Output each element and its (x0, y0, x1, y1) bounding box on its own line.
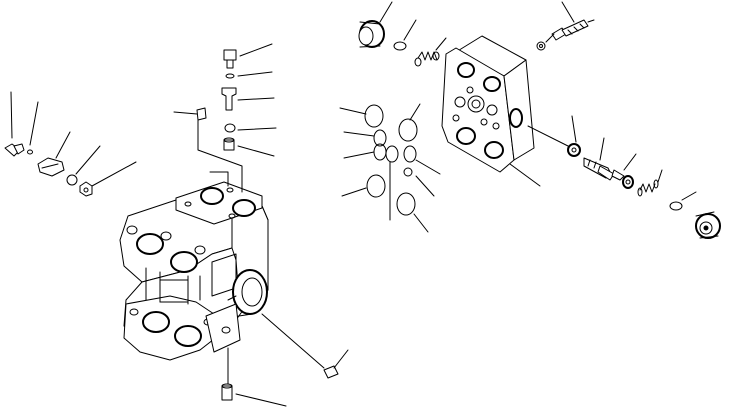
spool-part (584, 138, 614, 180)
fitting-part (224, 138, 274, 156)
screw-part (174, 108, 206, 120)
plug-part (5, 92, 24, 156)
plug-part (222, 88, 274, 110)
valve-body-left (120, 120, 268, 360)
right-washer (537, 34, 554, 50)
cover-block-right (442, 36, 540, 186)
ring-part (623, 176, 633, 188)
port-hole (175, 326, 201, 346)
gasket-group (340, 104, 440, 232)
left-vertical-stack (174, 44, 276, 156)
bottom-screw-lower (222, 348, 286, 406)
o-ring-part (67, 146, 100, 185)
port-hole (127, 226, 137, 234)
bolt-part (224, 44, 272, 68)
spring-part (415, 38, 446, 66)
port-hole (171, 252, 197, 272)
washer-part (568, 116, 580, 156)
right-spool-group (528, 116, 720, 238)
port-hole (161, 232, 171, 240)
o-ring-part (394, 20, 416, 50)
long-plug-part (38, 132, 70, 176)
bottom-screw-right (262, 314, 348, 378)
nut-part (80, 162, 136, 196)
port-hole (137, 234, 163, 254)
left-exploded-parts (5, 92, 136, 196)
port-hole (130, 309, 138, 315)
port-hole (233, 200, 255, 216)
o-ring-part (226, 72, 272, 78)
end-cap-part (696, 212, 720, 238)
top-cap-group (359, 2, 446, 66)
port-hole (201, 188, 223, 204)
pin-part (612, 154, 636, 180)
spring-part (638, 170, 662, 196)
port-hole (143, 312, 169, 332)
o-ring-part (225, 124, 276, 132)
cap-part (359, 2, 392, 47)
port-hole (195, 246, 205, 254)
o-ring-part (28, 102, 39, 154)
right-top-bolt (552, 2, 594, 40)
o-ring-part (670, 192, 696, 210)
